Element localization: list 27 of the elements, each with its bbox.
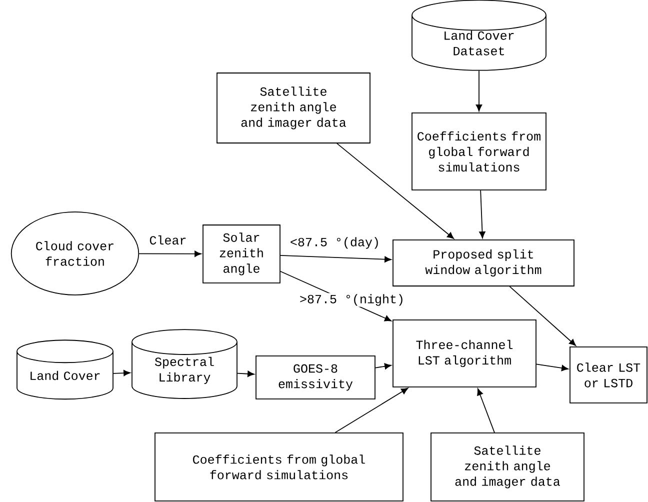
database-cylinder: Spectral Library [132,329,238,399]
arrow [536,364,568,372]
process-box: GOES-8 emissivity [256,356,376,400]
arrow [138,250,202,257]
process-box: Proposed split window algorithm [392,240,574,286]
input-box: Satellite zenith angle and imager data [216,72,370,144]
arrow [336,143,454,239]
arrow [476,70,482,112]
arrow [375,363,392,370]
arrow [334,388,408,433]
input-box: Coefficients from global forward simulations [154,432,404,502]
database-cylinder: Land Cover [16,340,114,400]
arrow [477,388,495,433]
output-box: Clear LST or LSTD [570,346,648,404]
arrow [509,286,576,346]
arrow [113,370,130,376]
arrow [479,190,486,238]
edge-label: >87.5 °(night) [298,293,406,307]
process-box: Three-channel LST algorithm [392,320,536,388]
process-box: Solar zenith angle [202,224,280,284]
edge-label: <87.5 °(day) [289,236,381,250]
edge-label: Clear [148,234,188,246]
database-cylinder: Land Cover Dataset [412,0,546,71]
arrow [280,254,392,262]
arrow [237,370,254,377]
input-box: Coefficients from global forward simulations [412,112,546,190]
input-box: Satellite zenith angle and imager data [430,432,584,502]
